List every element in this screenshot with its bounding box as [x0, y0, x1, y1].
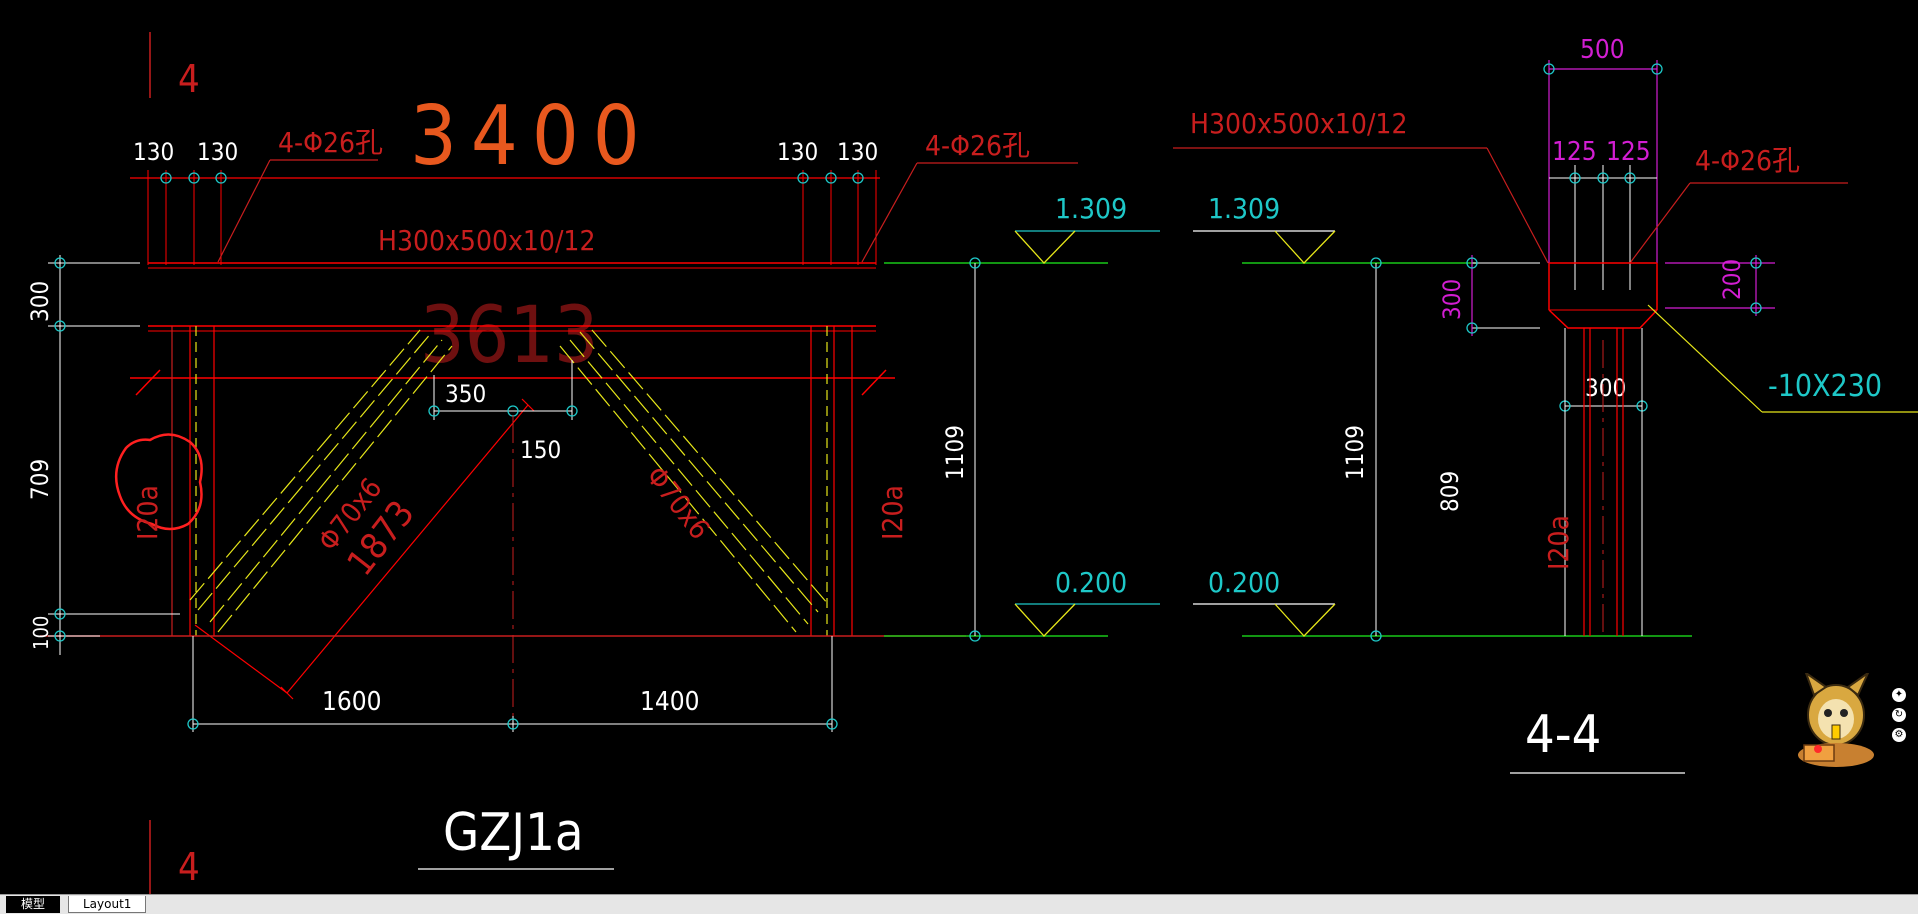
section-bolt-dim-1: 125 [1552, 137, 1597, 167]
section-level-top: 1.309 [1208, 192, 1280, 225]
section-dim-300-left: 300 [1438, 279, 1466, 320]
beam-label: H300x500x10/12 [378, 224, 595, 257]
section-plate-leader [1647, 304, 1918, 413]
left-column [171, 326, 215, 636]
bottom-dimension [187, 636, 838, 732]
section-bolt-dim-2: 125 [1606, 137, 1651, 167]
section-plate-note: -10X230 [1768, 369, 1882, 404]
top-beam [130, 262, 895, 396]
dim-350 [428, 360, 578, 420]
span-inner-label: 3613 [420, 291, 599, 381]
elevation-height-dim: 1109 [941, 425, 969, 480]
refresh-icon[interactable]: ↻ [1892, 708, 1906, 722]
section-beam-label: H300x500x10/12 [1190, 107, 1407, 140]
bottom-dim-1600: 1600 [322, 687, 382, 717]
left-dim-100: 100 [29, 616, 53, 650]
section-dim-300-bottom-label: 300 [1585, 374, 1626, 402]
dim-350-label: 350 [445, 380, 486, 408]
section-cap-plate [1548, 262, 1658, 329]
bolt-dim-left-1: 130 [133, 138, 174, 166]
brace-left [189, 329, 453, 633]
section-column-label: I20a [1542, 515, 1575, 570]
tab-layout1[interactable]: Layout1 [68, 896, 147, 913]
section-title: 4-4 [1525, 705, 1601, 765]
bottom-dim-1400: 1400 [640, 687, 700, 717]
hole-note-right: 4-Φ26孔 [925, 129, 1030, 162]
section-top-dim: 500 [1580, 35, 1625, 65]
top-bolt-dimension [130, 170, 880, 265]
elevation-title: GZJ1a [443, 803, 584, 863]
hole-note-left: 4-Φ26孔 [278, 126, 383, 159]
section-marker-top: 4 [149, 32, 200, 101]
section-marker-bottom-label: 4 [178, 845, 200, 889]
span-label: 3400 [410, 89, 654, 184]
section-marker-bottom: 4 [149, 820, 200, 894]
hole-note-leader-left [217, 159, 378, 263]
bolt-dim-right-2: 130 [837, 138, 878, 166]
globe-icon[interactable]: ✦ [1892, 688, 1906, 702]
brace-right [559, 329, 829, 633]
left-vertical-dimension [48, 255, 180, 655]
section-beam-leader [1173, 147, 1549, 264]
assistant-mascot[interactable] [1796, 670, 1896, 773]
section-dim-500 [1543, 60, 1663, 263]
layout-tab-bar: 模型 Layout1 [0, 894, 1918, 914]
column-label-right: I20a [876, 485, 909, 540]
section-height-dim: 1109 [1341, 425, 1369, 480]
section-hole-note: 4-Φ26孔 [1695, 144, 1800, 177]
hole-note-leader-right [861, 162, 1078, 263]
elevation-level-marks [884, 230, 1160, 642]
section-side-dims [1466, 255, 1775, 336]
section-level-bottom: 0.200 [1208, 566, 1280, 599]
cad-model-space[interactable]: 4 4 3400 3613 130 130 130 130 4-Φ26孔 4-Φ… [0, 0, 1918, 894]
elevation-level-bottom: 0.200 [1055, 566, 1127, 599]
section-marker-top-label: 4 [178, 57, 200, 101]
bolt-dim-right-1: 130 [777, 138, 818, 166]
elevation-level-top: 1.309 [1055, 192, 1127, 225]
column-label-left: I20a [131, 485, 164, 540]
section-bolt-dims [1549, 165, 1657, 290]
left-dim-709: 709 [26, 459, 54, 500]
side-tool-icons: ✦ ↻ ⚙ [1892, 688, 1912, 748]
tab-model[interactable]: 模型 [6, 896, 61, 913]
dim-150-label: 150 [520, 436, 561, 464]
section-dim-809: 809 [1436, 471, 1464, 512]
right-column [810, 326, 853, 636]
bolt-dim-left-2: 130 [197, 138, 238, 166]
revision-cloud [114, 433, 203, 531]
settings-icon[interactable]: ⚙ [1892, 728, 1906, 742]
section-dim-200-right: 200 [1718, 259, 1746, 300]
section-hole-leader [1629, 182, 1848, 264]
left-dim-300: 300 [26, 281, 54, 322]
section-column [1564, 328, 1643, 636]
